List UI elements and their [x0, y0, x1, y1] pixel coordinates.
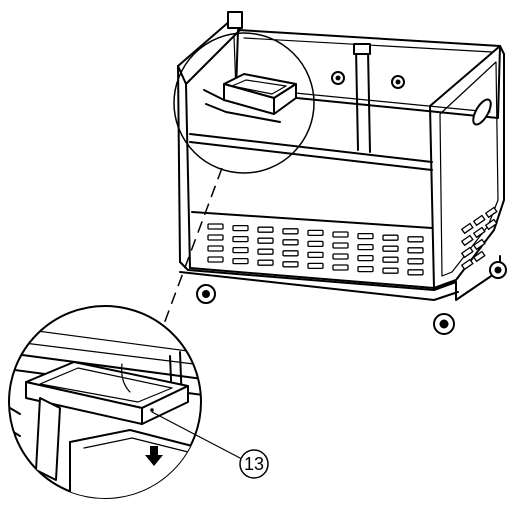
- vent-slot: [332, 231, 349, 238]
- front-vents: [207, 223, 424, 276]
- vent-slot: [307, 251, 324, 259]
- vent-slot: [282, 261, 299, 268]
- vent-slot: [307, 240, 324, 248]
- cart-frame: [177, 11, 507, 335]
- vent-slot: [332, 242, 349, 249]
- callout-number: 13: [244, 454, 264, 474]
- vent-slot: [357, 254, 374, 262]
- vent-slot: [232, 257, 249, 265]
- detail-circle-lower: [8, 305, 241, 499]
- vent-slot: [257, 248, 274, 255]
- vent-slot: [357, 265, 374, 273]
- callout-circle: [239, 449, 269, 479]
- vent-slot: [382, 234, 399, 241]
- vent-slot: [357, 232, 374, 240]
- vent-slot: [357, 243, 374, 251]
- vent-slot: [207, 245, 224, 252]
- vent-slot: [207, 223, 224, 230]
- leader-line: [157, 167, 223, 341]
- vent-slot: [232, 224, 249, 232]
- vent-slot: [232, 246, 249, 254]
- vent-slot: [407, 236, 424, 243]
- vent-slot: [257, 259, 274, 266]
- vent-slot: [382, 245, 399, 252]
- detail-circle-upper: [173, 32, 315, 174]
- vent-slot: [382, 256, 399, 263]
- part-callout: 13: [239, 449, 269, 479]
- vent-slot: [332, 264, 349, 271]
- side-shelf-tray: [203, 73, 297, 123]
- vent-slot: [332, 253, 349, 260]
- vent-slot: [257, 226, 274, 233]
- vent-slot: [257, 237, 274, 244]
- vent-slot: [282, 239, 299, 246]
- vent-slot: [207, 256, 224, 263]
- down-arrow-icon: [145, 446, 163, 466]
- vent-slot: [207, 234, 224, 241]
- side-shelf-tray: [25, 361, 189, 425]
- vent-slot: [307, 229, 324, 237]
- vent-slot: [232, 235, 249, 243]
- vent-slot: [407, 269, 424, 276]
- vent-slot: [282, 228, 299, 235]
- callout-leader: [151, 411, 241, 459]
- vent-slot: [382, 267, 399, 274]
- caster-wheel: [196, 261, 507, 335]
- vent-slot: [282, 250, 299, 257]
- vent-slot: [307, 262, 324, 270]
- vent-slot: [407, 247, 424, 254]
- side-vents: [460, 206, 498, 271]
- vent-slot: [407, 258, 424, 265]
